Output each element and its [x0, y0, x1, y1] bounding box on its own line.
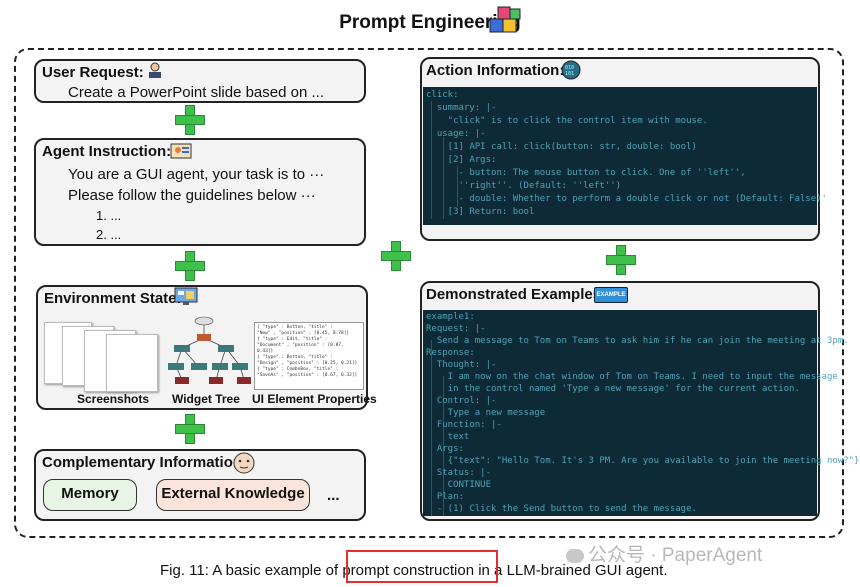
instruction-line: 1. ...	[96, 208, 122, 223]
example-badge-icon: EXAMPLE	[594, 287, 628, 303]
plus-icon	[381, 241, 411, 271]
wechat-icon	[566, 548, 584, 563]
person-thinking-icon	[233, 452, 255, 474]
screenshots-label: Screenshots	[77, 392, 150, 406]
property-line: { "type" : ComboBox, "title" :	[257, 367, 339, 372]
code-line: I am now on the chat window of Tom on Te…	[426, 372, 838, 382]
svg-text:010: 010	[565, 65, 574, 71]
more-ellipsis: ...	[327, 487, 340, 504]
code-line: Request: |-	[426, 324, 486, 334]
code-line: [3] Return: bool	[426, 207, 535, 217]
code-line: example1:	[426, 312, 475, 322]
demonstrated-examples-title: Demonstrated Examples:	[426, 286, 607, 303]
screenshot-thumbnail	[106, 334, 158, 392]
code-line: Plan:	[426, 492, 464, 502]
caption-highlight-box	[346, 550, 498, 583]
code-line: [1] API call: click(button: str, double:…	[426, 142, 697, 152]
plus-icon	[175, 414, 205, 444]
agent-instruction-card: Agent Instruction: You are a GUI agent, …	[34, 138, 366, 246]
code-line: click:	[426, 90, 459, 100]
plus-icon	[175, 105, 205, 135]
property-line: "Design" , "position" : [0.25, 0.21]}	[257, 361, 358, 366]
code-line: ''right''. (Default: ''left'')	[426, 181, 622, 191]
instruction-line: You are a GUI agent, your task is to ···	[68, 166, 325, 183]
code-line: Thought: |-	[426, 360, 497, 370]
figure-caption: Fig. 11: A basic example of prompt const…	[160, 562, 668, 579]
ui-element-properties-label: UI Element Properties	[252, 392, 377, 406]
monitor-icon	[174, 287, 198, 305]
instruction-line: Please follow the guidelines below ···	[68, 187, 316, 204]
user-icon	[149, 62, 161, 78]
diagram-title: Prompt Engineering	[339, 12, 521, 33]
code-line: Send a message to Tom on Teams to ask hi…	[426, 336, 849, 346]
instruction-board-icon	[170, 143, 192, 159]
code-line: [2] Args:	[426, 155, 497, 165]
code-line: Status: |-	[426, 468, 492, 478]
code-line: Control: |-	[426, 396, 497, 406]
ui-element-properties-box: { "type" : Botton, "title" : "New" , "po…	[254, 322, 364, 390]
code-line: - (1) Click the Send button to send the …	[426, 504, 697, 514]
code-line: CONTINUE	[426, 480, 492, 490]
property-line: { "type" : Botton, "title" :	[257, 355, 333, 360]
code-line: in the control named 'Type a new message…	[426, 384, 800, 394]
code-line: usage: |-	[426, 129, 486, 139]
property-line: "New" , "position" : [0.45, 0.78]}	[257, 331, 350, 336]
action-info-code-block: click: summary: |- "click" is to click t…	[423, 87, 827, 225]
action-info-title: Action Information:	[426, 62, 565, 79]
demonstrated-examples-code-block: example1: Request: |- Send a message to …	[423, 310, 859, 516]
code-line: - button: The mouse button to click. One…	[426, 168, 746, 178]
external-knowledge-pill: External Knowledge	[156, 479, 310, 511]
code-line: summary: |-	[426, 103, 497, 113]
plus-icon	[606, 245, 636, 275]
property-line: "Document" , "position" : [0.87, 0.43]}	[257, 343, 344, 354]
widget-tree-label: Widget Tree	[172, 392, 240, 406]
plus-icon	[175, 251, 205, 281]
code-line: Type a new message	[426, 408, 546, 418]
user-request-card: User Request: Create a PowerPoint slide …	[34, 59, 366, 103]
outer-dashed-frame	[14, 48, 844, 538]
agent-instruction-title: Agent Instruction:	[42, 143, 172, 160]
code-line: Args:	[426, 444, 464, 454]
widget-tree-graphic	[168, 316, 251, 384]
instruction-line: 2. ...	[96, 227, 122, 242]
code-line: text	[426, 432, 470, 442]
code-line: {"text": "Hello Tom. It's 3 PM. Are you …	[426, 456, 860, 466]
memory-pill: Memory	[43, 479, 137, 511]
environment-state-title: Environment State:	[44, 290, 182, 307]
watermark: 公众号 · PaperAgent	[566, 540, 762, 567]
code-line: "click" is to click the control item wit…	[426, 116, 708, 126]
puzzle-icon	[489, 6, 521, 33]
watermark-text: 公众号 · PaperAgent	[588, 545, 763, 566]
property-line: { "type" : Edit, "title" :	[257, 337, 328, 342]
code-line: - double: Whether to perform a double cl…	[426, 194, 827, 204]
svg-text:101: 101	[565, 71, 574, 77]
property-line: "SaveAs" , "position" : [0.67, 0.32]}	[257, 373, 358, 378]
complementary-info-title: Complementary Information:	[42, 454, 248, 471]
user-request-title: User Request:	[42, 64, 144, 81]
code-line: Response:	[426, 348, 475, 358]
property-line: { "type" : Botton, "title" :	[257, 325, 333, 330]
code-line: Function: |-	[426, 420, 502, 430]
user-request-text: Create a PowerPoint slide based on ...	[68, 84, 324, 101]
